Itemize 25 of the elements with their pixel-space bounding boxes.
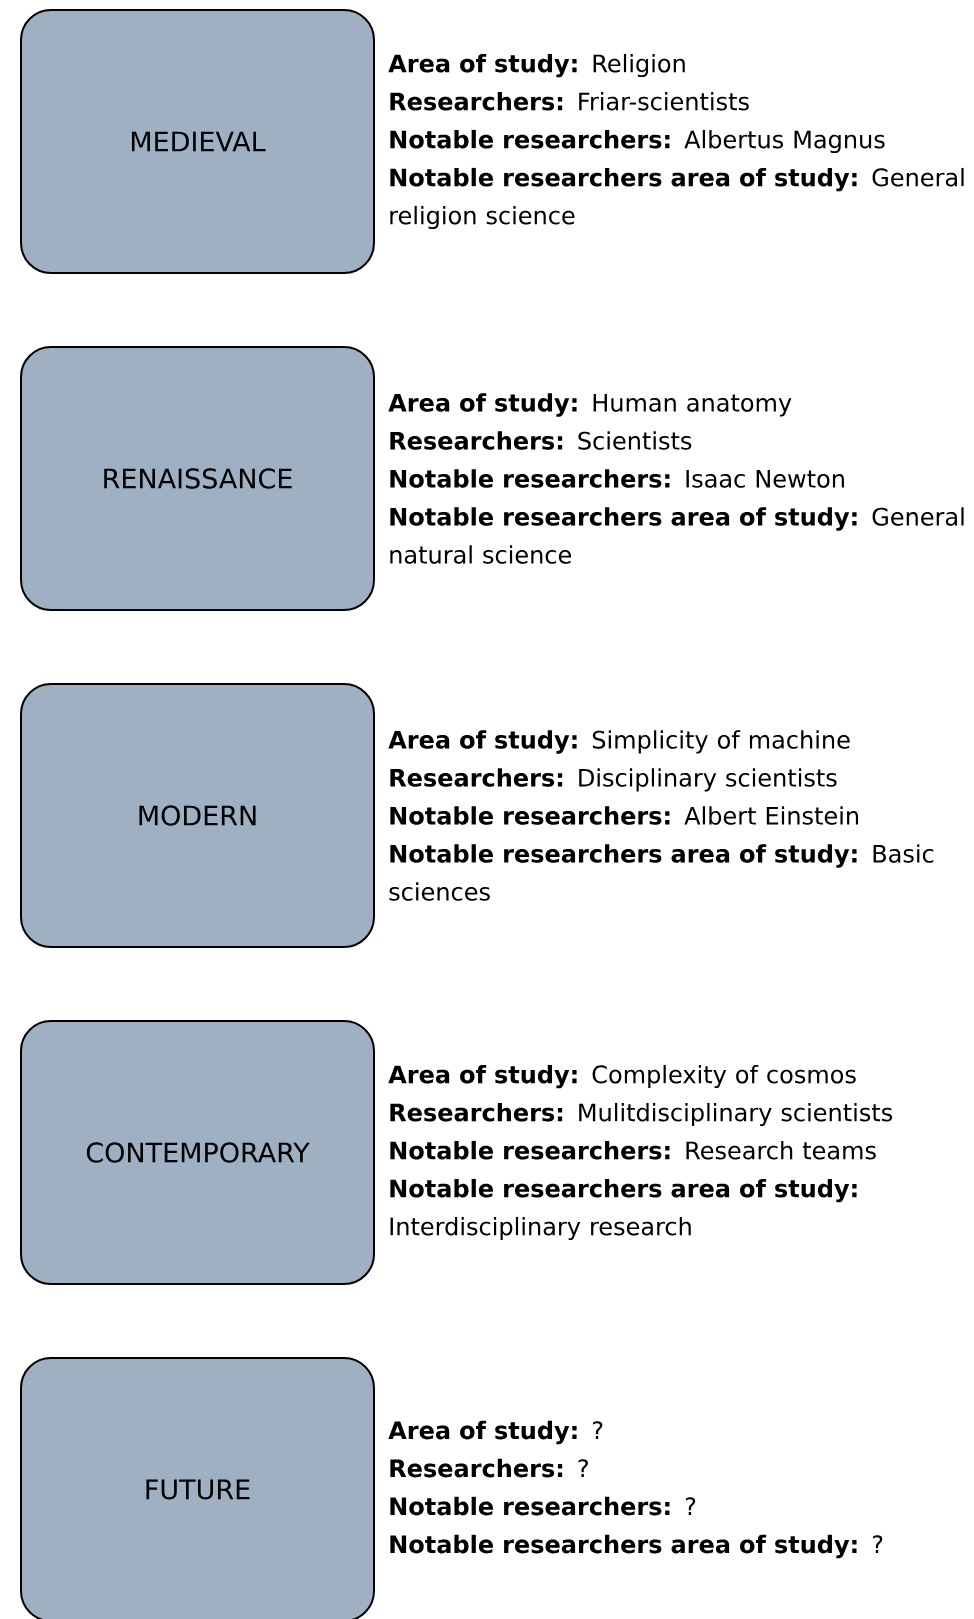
info-line: Researchers: ?	[390, 1458, 588, 1478]
info-line: Notable researchers area of study: General natural science	[390, 507, 964, 564]
info-line: Notable researchers: ?	[390, 1496, 696, 1516]
info-line: Area of study: Complexity of cosmos	[388, 1064, 856, 1089]
box-label: RENAISSANCE	[104, 468, 292, 489]
info-line: Researchers: Disciplinary scientists	[390, 768, 837, 792]
info-line: Notable researchers: Isaac Newton	[390, 469, 844, 488]
info-line: Area of study: Simplicity of machine	[388, 730, 850, 754]
info-line: Area of study: Human anatomy	[388, 393, 792, 417]
info-line: Notable researchers area of study: Interdisciplinary research	[390, 1178, 857, 1241]
info-line: Notable researchers area of study: ?	[390, 1534, 883, 1559]
info-line: Notable researchers area of study: General religion science	[390, 167, 964, 230]
info-line: Researchers: Scientists	[390, 431, 692, 450]
info-line: Area of study: ?	[388, 1420, 603, 1445]
box-label: MODERN	[139, 805, 256, 826]
box-label: FUTURE	[146, 1479, 250, 1500]
info-line: Notable researchers area of study: Basic sciences	[389, 844, 934, 901]
info-line: Notable researchers: Research teams	[390, 1140, 876, 1160]
info-line: Area of study: Religion	[388, 53, 685, 78]
info-line: Notable researchers: Albert Einstein	[390, 806, 859, 825]
info-line: Notable researchers: Albertus Magnus	[390, 129, 885, 154]
box-label: CONTEMPORARY	[86, 1142, 310, 1163]
info-line: Researchers: Mulitdisciplinary scientists	[390, 1102, 893, 1127]
info-line: Researchers: Friar-scientists	[390, 91, 749, 111]
box-label: MEDIEVAL	[131, 131, 266, 152]
